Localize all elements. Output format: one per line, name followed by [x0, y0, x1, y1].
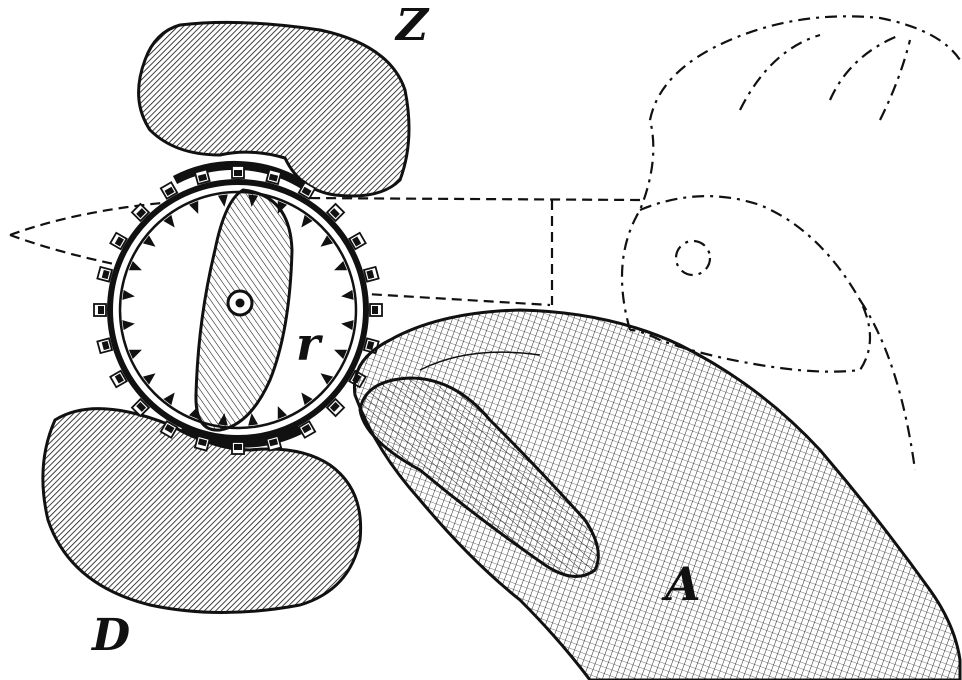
rotor-tick [320, 373, 334, 385]
rotor-tooth [325, 397, 346, 418]
rotor-tick [128, 349, 142, 360]
rotor-tooth [96, 265, 114, 283]
rotor-tick [142, 235, 156, 247]
rotor-tick [320, 235, 334, 247]
rotor-tick [341, 320, 354, 331]
rotor-tick [122, 289, 135, 300]
rotor-tick [277, 406, 288, 420]
rotor-tick [217, 194, 228, 207]
rotor-tooth [159, 181, 179, 200]
rotor-tick [301, 392, 313, 406]
label-r: r [296, 317, 324, 371]
rotor-tooth [265, 434, 283, 452]
rotor-tooth [362, 265, 380, 283]
hand-a [352, 308, 962, 680]
rotor-inner-ticks [122, 194, 354, 426]
rotor-tick [163, 214, 175, 228]
rotor-tooth [93, 303, 107, 317]
rotor-tooth [369, 303, 383, 317]
rotor-tick [334, 349, 348, 360]
rotor-tick [128, 260, 142, 271]
rotor-blade [194, 188, 294, 432]
rotor-tooth [297, 181, 317, 200]
rotor-tooth [297, 420, 317, 439]
rotor-tooth [325, 202, 346, 223]
rotor-teeth [93, 165, 383, 455]
rotor-tooth [231, 165, 245, 179]
rotor-tooth [231, 441, 245, 455]
label-z: Z [394, 0, 430, 51]
rotor-tooth [348, 231, 367, 251]
rotor-tooth [159, 420, 179, 439]
rotor-tick [301, 214, 313, 228]
rotor-tooth [265, 168, 283, 186]
label-a: A [661, 557, 701, 611]
rotor-tick [334, 260, 348, 271]
rotor-tooth [193, 168, 211, 186]
label-d: D [90, 610, 130, 661]
rotor-tick [163, 392, 175, 406]
rotor-tick [122, 320, 135, 331]
rotor-tooth [130, 202, 151, 223]
rotor-tooth [109, 369, 128, 389]
rotor-tooth [130, 397, 151, 418]
rotor-tick [188, 200, 199, 214]
dashed-hand-outline [620, 15, 961, 471]
rotor-tooth [193, 434, 211, 452]
rotor-tooth [96, 337, 114, 355]
rotor-tick [142, 373, 156, 385]
pole-piece-z [137, 20, 411, 198]
rotor-tick [341, 289, 354, 300]
rotor-tooth [109, 231, 128, 251]
rotor-tick [248, 413, 259, 426]
